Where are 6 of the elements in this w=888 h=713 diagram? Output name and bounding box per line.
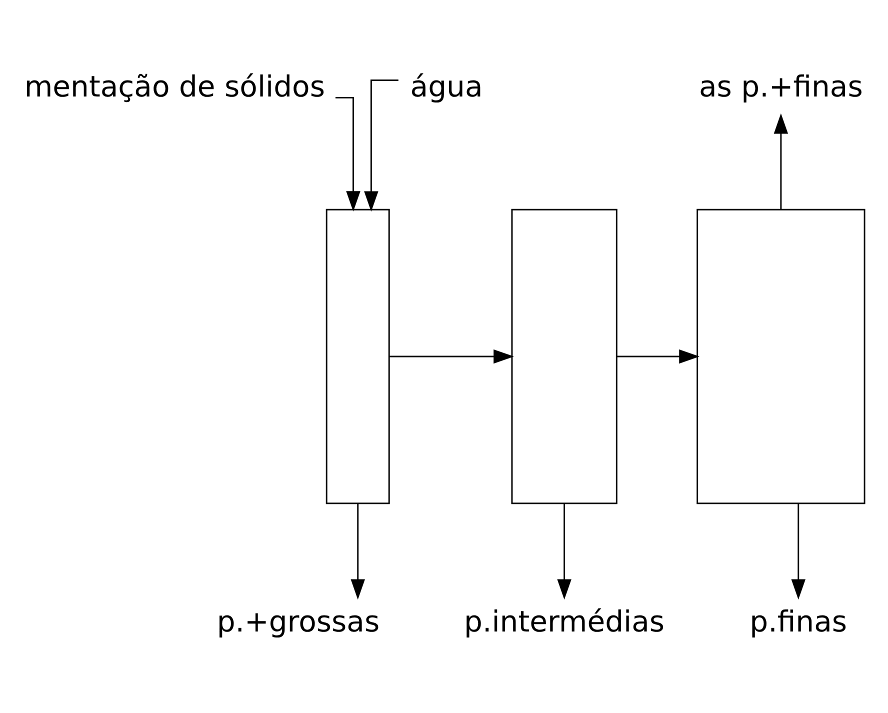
node-text: mentação de sólidos	[24, 69, 325, 104]
node-text: p.+grossas	[216, 604, 380, 638]
node-text: p.finas	[750, 604, 848, 638]
node-text: água	[410, 69, 483, 104]
node-text: as p.+finas	[698, 69, 863, 104]
node-text: p.intermédias	[464, 604, 665, 638]
